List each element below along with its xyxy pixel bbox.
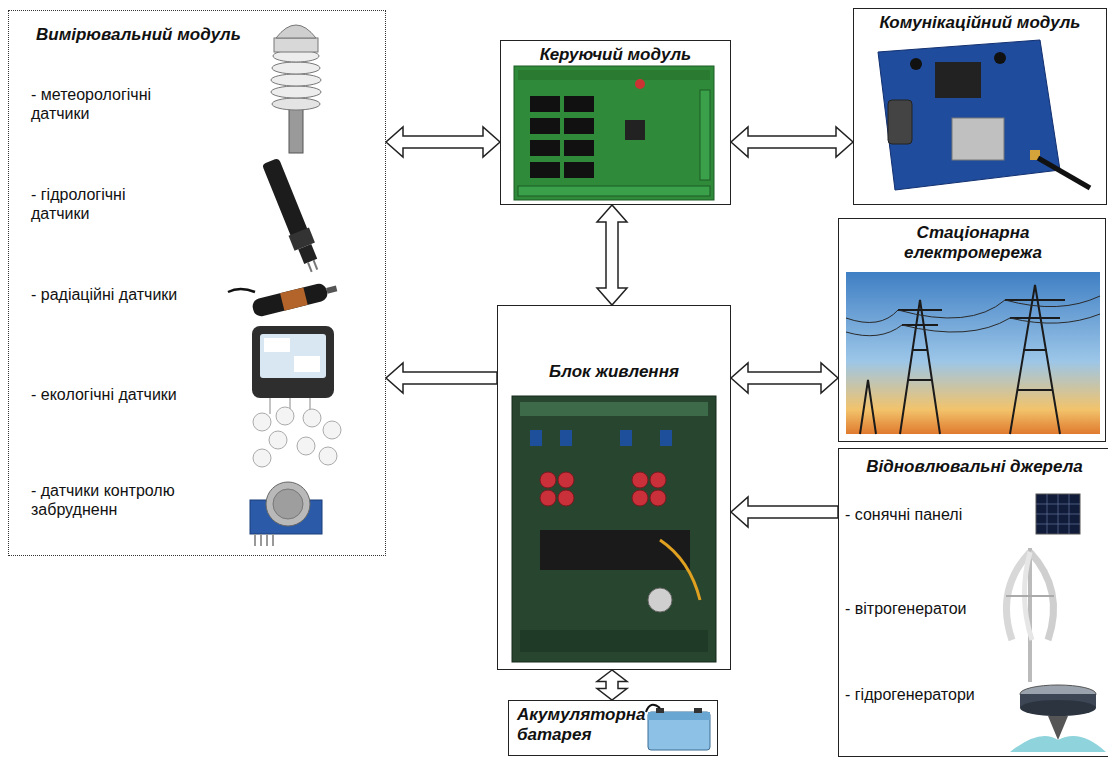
- hydro-probe: [260, 157, 325, 275]
- module-title: Керуючий модуль: [501, 45, 730, 65]
- radiation-probe: [228, 280, 339, 318]
- list-item: - вітрогенератои: [845, 599, 967, 618]
- module-title: Стаціонарна електромережа: [893, 223, 1053, 264]
- battery-box: Акумуляторна батарея: [508, 700, 718, 756]
- wind-turbine: [1006, 548, 1054, 682]
- renewable-sources: Відновлювальні джерела - сонячні панелі - …: [838, 448, 1108, 757]
- module-title: Комунікаційний модуль: [854, 13, 1106, 33]
- list-item: - гідрогенератори: [845, 685, 975, 704]
- list-item: - екологічні датчики: [31, 385, 241, 404]
- block-arrow: [597, 670, 627, 700]
- block-arrow: [731, 497, 838, 527]
- gsm-board: [878, 40, 1090, 190]
- module-title: Блок живлення: [498, 362, 730, 382]
- module-title: Відновлювальні джерела: [839, 457, 1108, 477]
- block-arrow: [731, 127, 853, 157]
- list-item: - метеорологічні датчики: [31, 85, 186, 123]
- power-grid-photo: [846, 272, 1100, 434]
- block-arrow: [386, 127, 500, 157]
- power-grid: Стаціонарна електромережа: [838, 218, 1106, 442]
- measure-module: Вимірювальний модуль - метеорологічні дат…: [8, 10, 386, 556]
- communication-module: Комунікаційний модуль: [853, 8, 1107, 205]
- solar-panel: [1036, 494, 1080, 534]
- hydro-generator: [1010, 685, 1106, 752]
- block-arrow: [386, 363, 497, 393]
- battery: [646, 705, 710, 750]
- ecological-device: [252, 326, 341, 467]
- block-arrow: [597, 205, 627, 305]
- power-unit: Блок живлення: [497, 305, 731, 670]
- list-item: - гідрологічні датчики: [31, 185, 186, 223]
- power-board: [512, 396, 716, 662]
- module-title: Акумуляторна батарея: [517, 705, 649, 746]
- weather-sensor: [271, 25, 321, 153]
- list-item: - радіаційні датчики: [31, 285, 186, 304]
- gas-sensor: [250, 482, 322, 546]
- control-board: [514, 66, 714, 200]
- list-item: - сонячні панелі: [845, 505, 962, 524]
- module-title: Вимірювальний модуль: [36, 25, 241, 45]
- block-arrow: [731, 363, 838, 393]
- list-item: - датчики контролю забрудненн: [31, 481, 211, 519]
- control-module: Керуючий модуль: [500, 40, 731, 205]
